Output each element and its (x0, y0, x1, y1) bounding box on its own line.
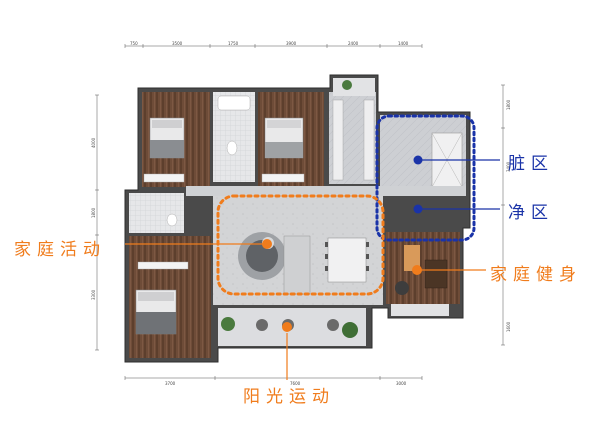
dim-top-3: 1750 (228, 41, 239, 46)
dim-bottom-1: 3700 (165, 381, 176, 386)
dim-left-2: 1800 (91, 207, 96, 218)
blue-leaders (413, 155, 500, 214)
dirty-clean-zone-outline (375, 114, 476, 242)
dim-left-3: 3300 (91, 289, 96, 300)
dim-top-2: 3500 (172, 41, 183, 46)
dimension-lines (95, 44, 505, 380)
clean-zone-label: 净区 (508, 203, 554, 223)
sunshine-exercise-label: 阳光运动 (243, 387, 335, 407)
family-activity-label: 家庭活动 (14, 240, 106, 260)
bathroom-2 (129, 193, 184, 233)
dim-right-3: 1600 (506, 321, 511, 332)
dim-top-1: 750 (130, 41, 138, 46)
family-activity-zone-outline (216, 194, 385, 296)
dirty-zone-label: 脏区 (508, 154, 554, 174)
family-fitness-label: 家庭健身 (490, 265, 582, 285)
dim-top-5: 2400 (348, 41, 359, 46)
dim-right-1: 1800 (506, 99, 511, 110)
corridor (186, 186, 466, 196)
dim-left-1: 4000 (91, 137, 96, 148)
dim-bottom-3: 3000 (396, 381, 407, 386)
fitness-room (386, 232, 460, 304)
furniture (135, 80, 448, 338)
dim-top-6: 1400 (398, 41, 409, 46)
dim-bottom-2: 7600 (290, 381, 301, 386)
utility-nook (391, 304, 449, 316)
orange-leaders (125, 239, 486, 380)
balcony-top (333, 78, 375, 96)
dim-top-4: 3900 (286, 41, 297, 46)
